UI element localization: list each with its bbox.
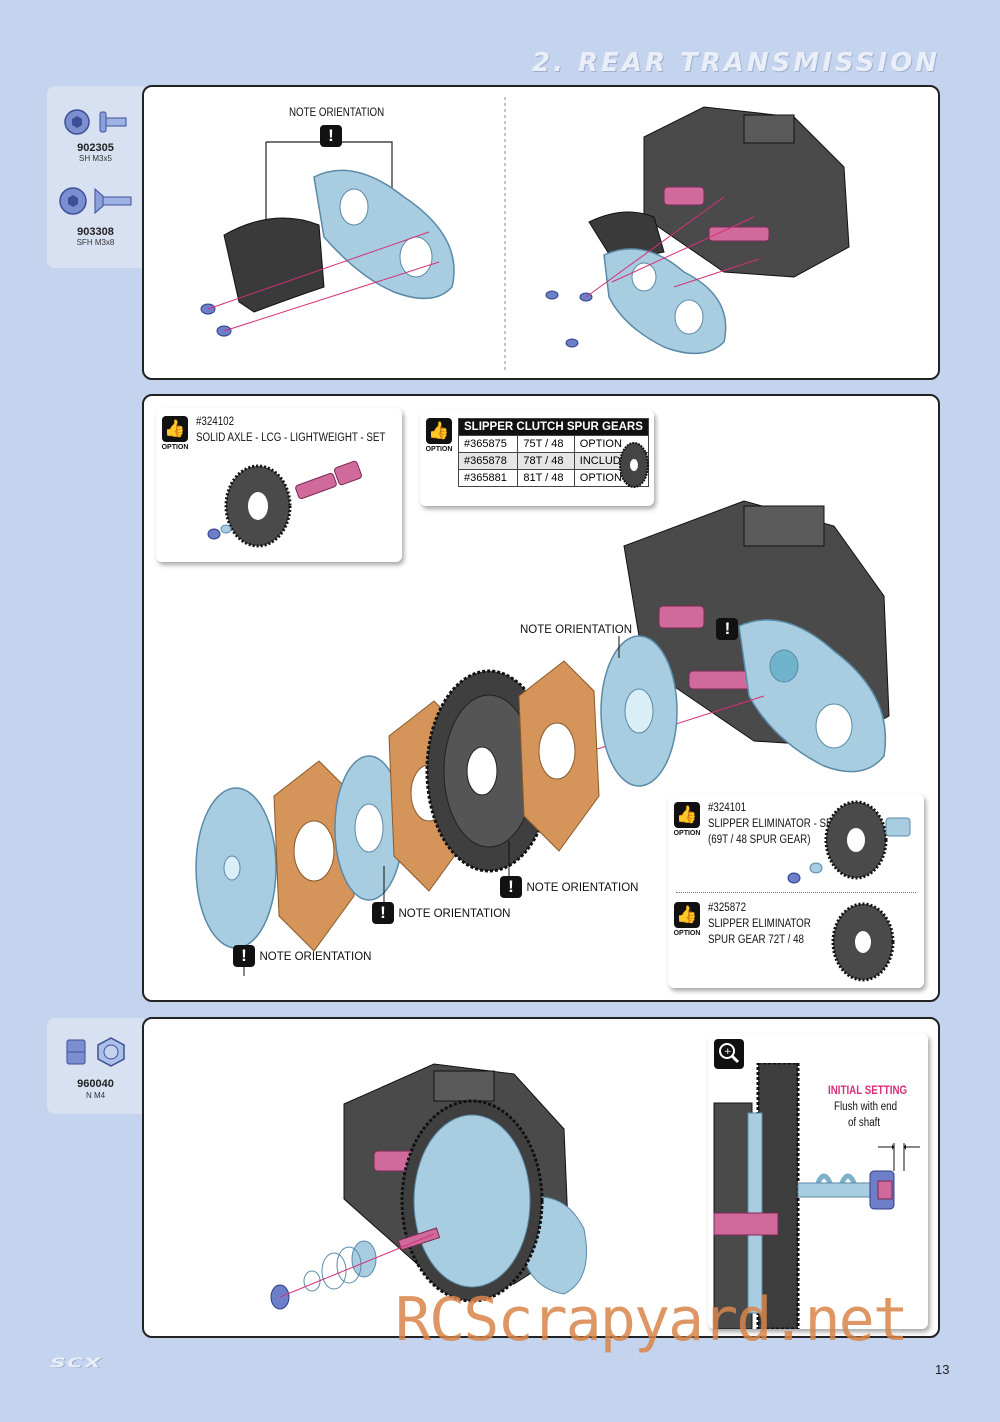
option-part: #325872: [708, 902, 747, 914]
section-title: 2. REAR TRANSMISSION: [532, 48, 940, 78]
note-label: NOTE ORIENTATION: [520, 624, 633, 637]
spur-gear-image: [619, 442, 649, 488]
watermark: RCScrapyard.net: [395, 1285, 909, 1355]
cell-part: #365878: [457, 452, 519, 470]
thumbs-up-icon: 👍: [162, 416, 188, 442]
note-orientation: NOTE ORIENTATION !: [520, 618, 739, 640]
note-orientation: ! NOTE ORIENTATION: [233, 945, 371, 967]
note-orientation: NOTE ORIENTATION: [289, 107, 384, 119]
thumbs-up-icon: 👍: [426, 418, 452, 444]
step1-illustration: [200, 97, 850, 372]
part-desc: SFH M3x8: [76, 238, 115, 247]
option-desc: SLIPPER ELIMINATOR - SET: [708, 818, 839, 830]
option-desc: SLIPPER ELIMINATOR: [708, 918, 811, 930]
option-slipper-eliminator: 👍 OPTION #324101 SLIPPER ELIMINATOR - SE…: [668, 794, 924, 988]
option-part: #324101: [708, 802, 747, 814]
svg-text:+: +: [724, 1047, 732, 1057]
detail-magnifier-icon: +: [714, 1039, 744, 1069]
part-number: 902305: [77, 142, 114, 154]
warning-icon: !: [233, 945, 255, 967]
note-orientation: ! NOTE ORIENTATION: [372, 902, 510, 924]
warning-icon: !: [372, 902, 394, 924]
flat-screw-icon: [59, 187, 132, 215]
option-label: OPTION: [673, 930, 701, 937]
cap-screw-icon: [64, 109, 127, 135]
step3-panel: + DETAIL INITIAL SETTING Flush with end …: [142, 1017, 940, 1338]
cell-teeth: 75T / 48: [517, 435, 575, 453]
step1-panel: NOTE ORIENTATION !: [142, 85, 940, 380]
warning-icon: !: [500, 876, 522, 898]
slipper-eliminator-image: [787, 800, 911, 884]
option-desc: SOLID AXLE - LCG - LIGHTWEIGHT - SET: [196, 432, 386, 444]
option-label: OPTION: [161, 444, 189, 451]
cell-part: #365881: [457, 469, 519, 487]
part-number: 960040: [77, 1078, 114, 1090]
step3-illustration: [270, 1063, 587, 1310]
parts-tab-step1: 902305 SH M3x5 903308 SFH M3x8: [47, 86, 144, 268]
thumbs-up-icon: 👍: [674, 902, 700, 928]
detail-box: + DETAIL INITIAL SETTING Flush with end …: [708, 1033, 928, 1329]
thumbs-up-icon: 👍: [674, 802, 700, 828]
note-orientation: ! NOTE ORIENTATION: [500, 876, 638, 898]
cell-part: #365875: [457, 435, 519, 453]
detail-label: DETAIL: [718, 1063, 740, 1069]
option-label: OPTION: [425, 446, 453, 453]
option-solid-axle: 👍 OPTION #324102 SOLID AXLE - LCG - LIGH…: [156, 408, 402, 562]
detail-illustration: [713, 1063, 920, 1329]
spur-gear-72t-image: [831, 902, 895, 982]
warning-icon: !: [320, 125, 342, 147]
option-label: OPTION: [673, 830, 701, 837]
option-desc: (69T / 48 SPUR GEAR): [708, 834, 811, 846]
warning-icon: !: [716, 618, 739, 640]
divider: [676, 892, 916, 893]
spur-gear-option-box: 👍 OPTION SLIPPER CLUTCH SPUR GEARS #3658…: [420, 410, 654, 506]
note-label: NOTE ORIENTATION: [259, 951, 372, 964]
flush-line-1: Flush with end: [834, 1101, 898, 1113]
page-number: 13: [935, 1362, 950, 1377]
part-desc: N M4: [85, 1091, 106, 1100]
step2-illustration: [195, 500, 890, 976]
flush-line-2: of shaft: [848, 1117, 881, 1129]
cell-teeth: 81T / 48: [517, 469, 575, 487]
note-label: NOTE ORIENTATION: [398, 908, 511, 921]
option-part: #324102: [196, 416, 235, 428]
step2-panel: 👍 OPTION #324102 SOLID AXLE - LCG - LIGH…: [142, 394, 940, 1002]
parts-tab-step3: 960040 N M4: [47, 1018, 144, 1114]
part-desc: SH M3x5: [79, 154, 112, 163]
cell-teeth: 78T / 48: [517, 452, 575, 470]
note-label: NOTE ORIENTATION: [289, 107, 385, 119]
initial-setting-label: INITIAL SETTING: [828, 1085, 908, 1097]
table-header: SLIPPER CLUTCH SPUR GEARS: [458, 418, 649, 436]
lock-nut-icon: [66, 1037, 125, 1067]
solid-axle-image: [207, 460, 363, 548]
part-number: 903308: [77, 226, 114, 238]
note-label: NOTE ORIENTATION: [526, 882, 639, 895]
brand-logo: SCX: [50, 1356, 102, 1371]
option-desc: SPUR GEAR 72T / 48: [708, 934, 804, 946]
